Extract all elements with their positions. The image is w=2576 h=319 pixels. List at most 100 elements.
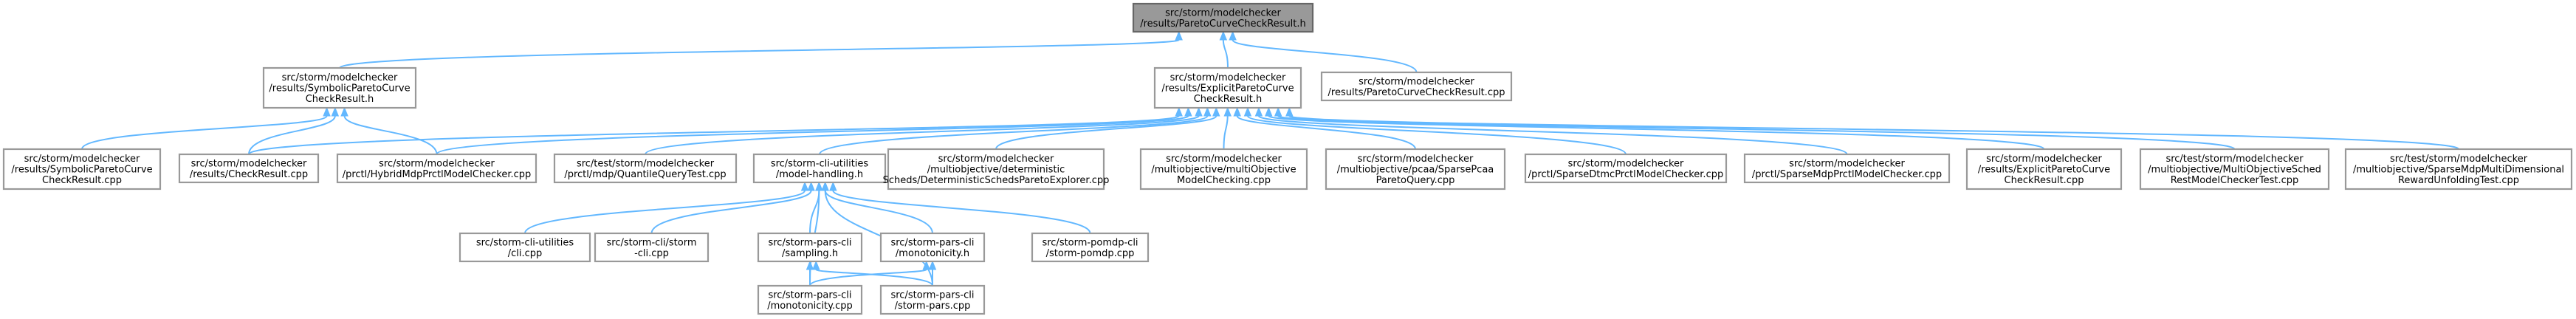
file-nodes: src/storm/modelchecker/results/ParetoCur… xyxy=(2,2,2573,315)
file-node-label-line: /prctl/SparseMdpPrctlModelChecker.cpp xyxy=(1752,169,1942,180)
edge-checkresult-cpp-to-symbolic-h xyxy=(248,106,340,155)
file-node-label-line: /prctl/mdp/QuantileQueryTest.cpp xyxy=(564,169,726,180)
file-node-pomdp-cpp[interactable]: src/storm-pomdp-cli/storm-pomdp.cpp xyxy=(1031,232,1150,263)
file-node-monotonicity-h[interactable]: src/storm-pars-cli/monotonicity.h xyxy=(879,232,986,263)
file-node-symbolic-cpp[interactable]: src/storm/modelchecker/results/SymbolicP… xyxy=(2,148,162,191)
file-node-label-line: RestModelCheckerTest.cpp xyxy=(2171,175,2299,186)
edge-storm-pars-cpp-to-monotonicity-h xyxy=(928,260,937,286)
file-node-box xyxy=(1965,148,2123,191)
file-node-label-line: src/storm/modelchecker xyxy=(1986,154,2102,165)
file-node-label-line: src/storm/modelchecker xyxy=(24,154,140,165)
file-node-label-line: src/storm/modelchecker xyxy=(1789,158,1905,169)
edge-storm-pars-cpp-to-sampling-h xyxy=(812,260,933,287)
file-node-multiobj-cpp[interactable]: src/storm/modelchecker/multiobjective/mu… xyxy=(1139,148,1308,191)
file-node-label-line: /storm-pomdp.cpp xyxy=(1046,248,1135,259)
file-node-pareto-cpp[interactable]: src/storm/modelchecker/results/ParetoCur… xyxy=(1320,71,1513,102)
file-node-label-line: src/storm-cli/storm xyxy=(606,237,696,248)
file-node-label-line: /model-handling.h xyxy=(776,169,863,180)
file-node-label-line: ParetoQuery.cpp xyxy=(1376,175,1455,186)
file-node-label-line: /prctl/SparseDtmcPrctlModelChecker.cpp xyxy=(1528,169,1723,180)
file-node-label-line: src/storm/modelchecker xyxy=(379,158,495,169)
file-node-label-line: src/storm/modelchecker xyxy=(191,158,307,169)
file-node-label-line: src/test/storm/modelchecker xyxy=(2165,154,2304,165)
file-node-box xyxy=(887,148,1105,191)
edge-det-sched-cpp-to-explicit-h xyxy=(995,106,1220,150)
edge-explicit-cpp-to-explicit-h xyxy=(1265,106,2045,150)
file-node-label-line: CheckResult.cpp xyxy=(2005,175,2084,186)
file-node-mdp-cpp[interactable]: src/storm/modelchecker/prctl/SparseMdpPr… xyxy=(1743,153,1951,184)
file-node-label-line: /multiobjective/multiObjective xyxy=(1151,165,1296,176)
file-node-label-line: /sampling.h xyxy=(782,248,838,259)
file-node-storm-pars-cpp[interactable]: src/storm-pars-cli/storm-pars.cpp xyxy=(879,284,986,315)
file-node-root: src/storm/modelchecker/results/ParetoCur… xyxy=(1132,2,1314,33)
file-node-label-line: /multiobjective/deterministic xyxy=(927,165,1065,176)
file-node-cli-cpp[interactable]: src/storm-cli-utilities/cli.cpp xyxy=(458,232,591,263)
file-node-label-line: /monotonicity.h xyxy=(896,248,969,259)
file-node-box xyxy=(757,232,863,263)
file-node-box xyxy=(262,66,417,109)
file-node-box xyxy=(458,232,591,263)
file-node-model-handling-h[interactable]: src/storm-cli-utilities/model-handling.h xyxy=(752,153,887,184)
file-node-label-line: src/storm/modelchecker xyxy=(1166,154,1282,165)
file-node-label-line: src/storm-pars-cli xyxy=(768,289,851,301)
file-node-monotonicity-cpp[interactable]: src/storm-pars-cli/monotonicity.cpp xyxy=(757,284,863,315)
file-node-label-line: /results/SymbolicParetoCurve xyxy=(11,165,152,176)
file-node-box xyxy=(879,232,986,263)
file-node-box xyxy=(1031,232,1150,263)
file-node-label-line: src/test/storm/modelchecker xyxy=(2390,154,2528,165)
edge-hybrid-cpp-to-explicit-h xyxy=(436,106,1192,155)
file-node-label-line: src/storm/modelchecker xyxy=(1358,154,1474,165)
file-node-box xyxy=(2139,148,2330,191)
file-node-symbolic-h[interactable]: src/storm/modelchecker/results/SymbolicP… xyxy=(262,66,417,109)
file-node-box xyxy=(752,153,887,184)
file-node-hybrid-cpp[interactable]: src/storm/modelchecker/prctl/HybridMdpPr… xyxy=(336,153,537,184)
file-node-label-line: src/storm/modelchecker xyxy=(1568,158,1684,169)
file-node-box xyxy=(1524,153,1728,184)
file-node-label-line: /results/ExplicitParetoCurve xyxy=(1161,83,1294,95)
file-node-label-line: /results/ParetoCurveCheckResult.cpp xyxy=(1328,87,1505,98)
file-node-box xyxy=(336,153,537,184)
edge-checkresult-cpp-to-explicit-h xyxy=(248,106,1183,155)
file-node-label-line: src/storm-cli-utilities xyxy=(476,237,574,248)
file-node-label-line: /cli.cpp xyxy=(508,248,543,259)
file-node-label-line: src/storm-pars-cli xyxy=(890,289,974,301)
file-node-pcaa-cpp[interactable]: src/storm/modelchecker/multiobjective/pc… xyxy=(1325,148,1506,191)
file-node-explicit-cpp[interactable]: src/storm/modelchecker/results/ExplicitP… xyxy=(1965,148,2123,191)
file-node-label-line: src/storm-pomdp-cli xyxy=(1042,237,1138,248)
file-node-box xyxy=(1139,148,1308,191)
file-node-test-reward-cpp[interactable]: src/test/storm/modelchecker/multiobjecti… xyxy=(2344,148,2573,191)
file-node-storm-cli-cpp[interactable]: src/storm-cli/storm-cli.cpp xyxy=(594,232,710,263)
file-node-label-line: /multiobjective/SparseMdpMultiDimensiona… xyxy=(2353,165,2564,176)
file-node-box xyxy=(1743,153,1951,184)
file-node-label-line: src/storm/modelchecker xyxy=(1359,76,1474,87)
file-node-label-line: /storm-pars.cpp xyxy=(895,301,971,312)
file-node-label-line: src/storm/modelchecker xyxy=(282,72,398,83)
file-node-label-line: /monotonicity.cpp xyxy=(767,301,853,312)
file-node-label-line: src/storm/modelchecker xyxy=(938,154,1054,165)
file-node-label-line: src/storm-cli-utilities xyxy=(771,158,869,169)
file-node-label-line: /results/CheckResult.cpp xyxy=(190,169,308,180)
edge-hybrid-cpp-to-symbolic-h xyxy=(340,106,438,155)
file-node-explicit-h[interactable]: src/storm/modelchecker/results/ExplicitP… xyxy=(1153,66,1302,109)
file-node-sampling-h[interactable]: src/storm-pars-cli/sampling.h xyxy=(757,232,863,263)
file-node-quantile-cpp[interactable]: src/test/storm/modelchecker/prctl/mdp/Qu… xyxy=(553,153,738,184)
file-node-box xyxy=(594,232,710,263)
file-node-test-sched-cpp[interactable]: src/test/storm/modelchecker/multiobjecti… xyxy=(2139,148,2330,191)
edge-pcaa-cpp-to-explicit-h xyxy=(1233,106,1416,150)
file-node-label-line: /multiobjective/MultiObjectiveSched xyxy=(2148,165,2321,176)
file-node-det-sched-cpp[interactable]: src/storm/modelchecker/multiobjective/de… xyxy=(883,148,1110,191)
file-node-box xyxy=(2344,148,2573,191)
edge-monotonicity-cpp-to-monotonicity-h xyxy=(809,260,930,287)
file-node-label-line: CheckResult.h xyxy=(1194,94,1263,105)
file-node-box xyxy=(1132,2,1314,33)
file-node-box xyxy=(879,284,986,315)
file-node-checkresult-cpp[interactable]: src/storm/modelchecker/results/CheckResu… xyxy=(178,153,320,184)
file-node-box xyxy=(1325,148,1506,191)
edge-quantile-cpp-to-explicit-h xyxy=(645,106,1203,155)
file-node-dtmc-cpp[interactable]: src/storm/modelchecker/prctl/SparseDtmcP… xyxy=(1524,153,1728,184)
file-node-label-line: src/storm-pars-cli xyxy=(768,237,851,248)
edge-test-reward-cpp-to-explicit-h xyxy=(1285,106,2459,150)
file-node-box xyxy=(757,284,863,315)
file-node-box xyxy=(178,153,320,184)
